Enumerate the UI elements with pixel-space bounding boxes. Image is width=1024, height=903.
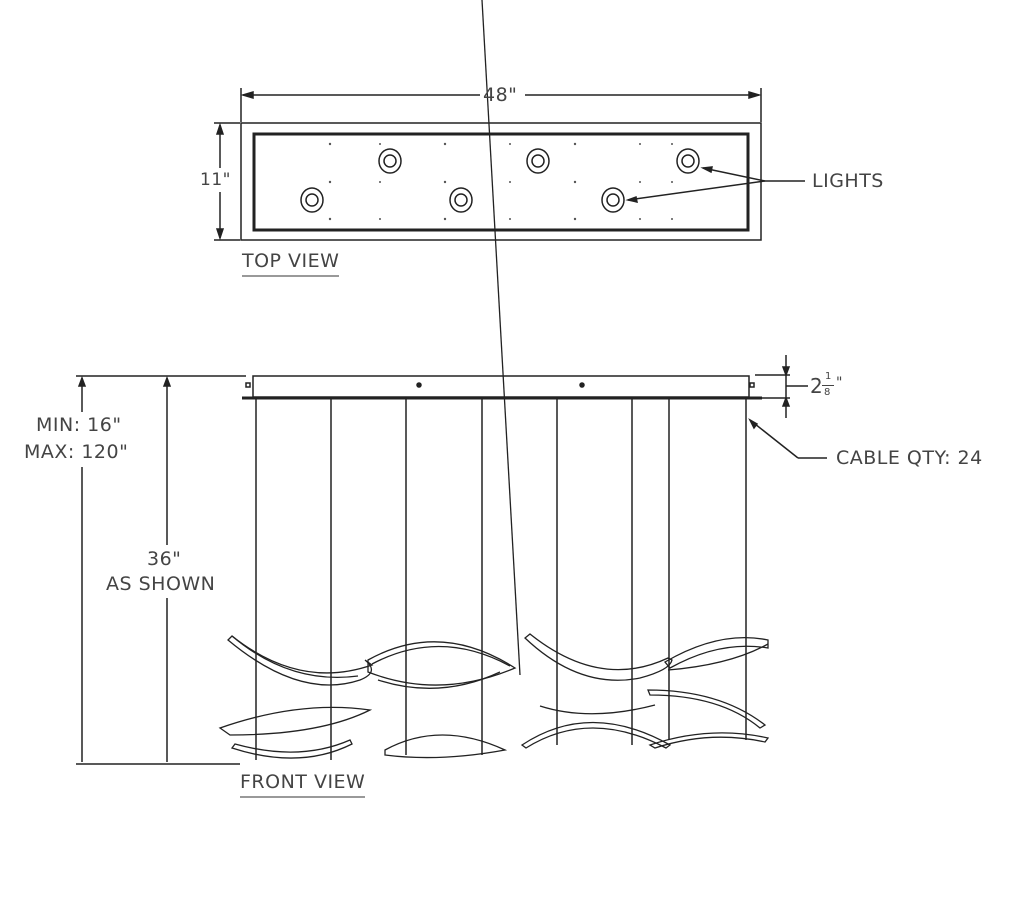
depth-dimension-label: 11" (200, 170, 231, 190)
top-view-title: TOP VIEW (242, 252, 340, 277)
canopy-height-denominator: 8 (824, 387, 831, 398)
front-view-drawing (76, 0, 827, 765)
front-view-title: FRONT VIEW (240, 773, 366, 798)
canopy-height-numerator: 1 (825, 371, 832, 382)
max-height-label: MAX: 120" (24, 441, 129, 463)
top-view-drawing (214, 88, 805, 241)
shown-height-label: 36" (147, 548, 182, 570)
lights-callout: LIGHTS (812, 170, 884, 192)
cable-qty-callout: CABLE QTY: 24 (836, 447, 983, 469)
shown-note-label: AS SHOWN (106, 573, 216, 595)
canopy-height-fraction-bar (822, 385, 834, 386)
min-height-label: MIN: 16" (36, 414, 122, 436)
canopy-height-whole: 2 (810, 374, 823, 398)
width-dimension-label: 48" (483, 84, 518, 106)
canopy-height-unit: " (836, 375, 843, 391)
